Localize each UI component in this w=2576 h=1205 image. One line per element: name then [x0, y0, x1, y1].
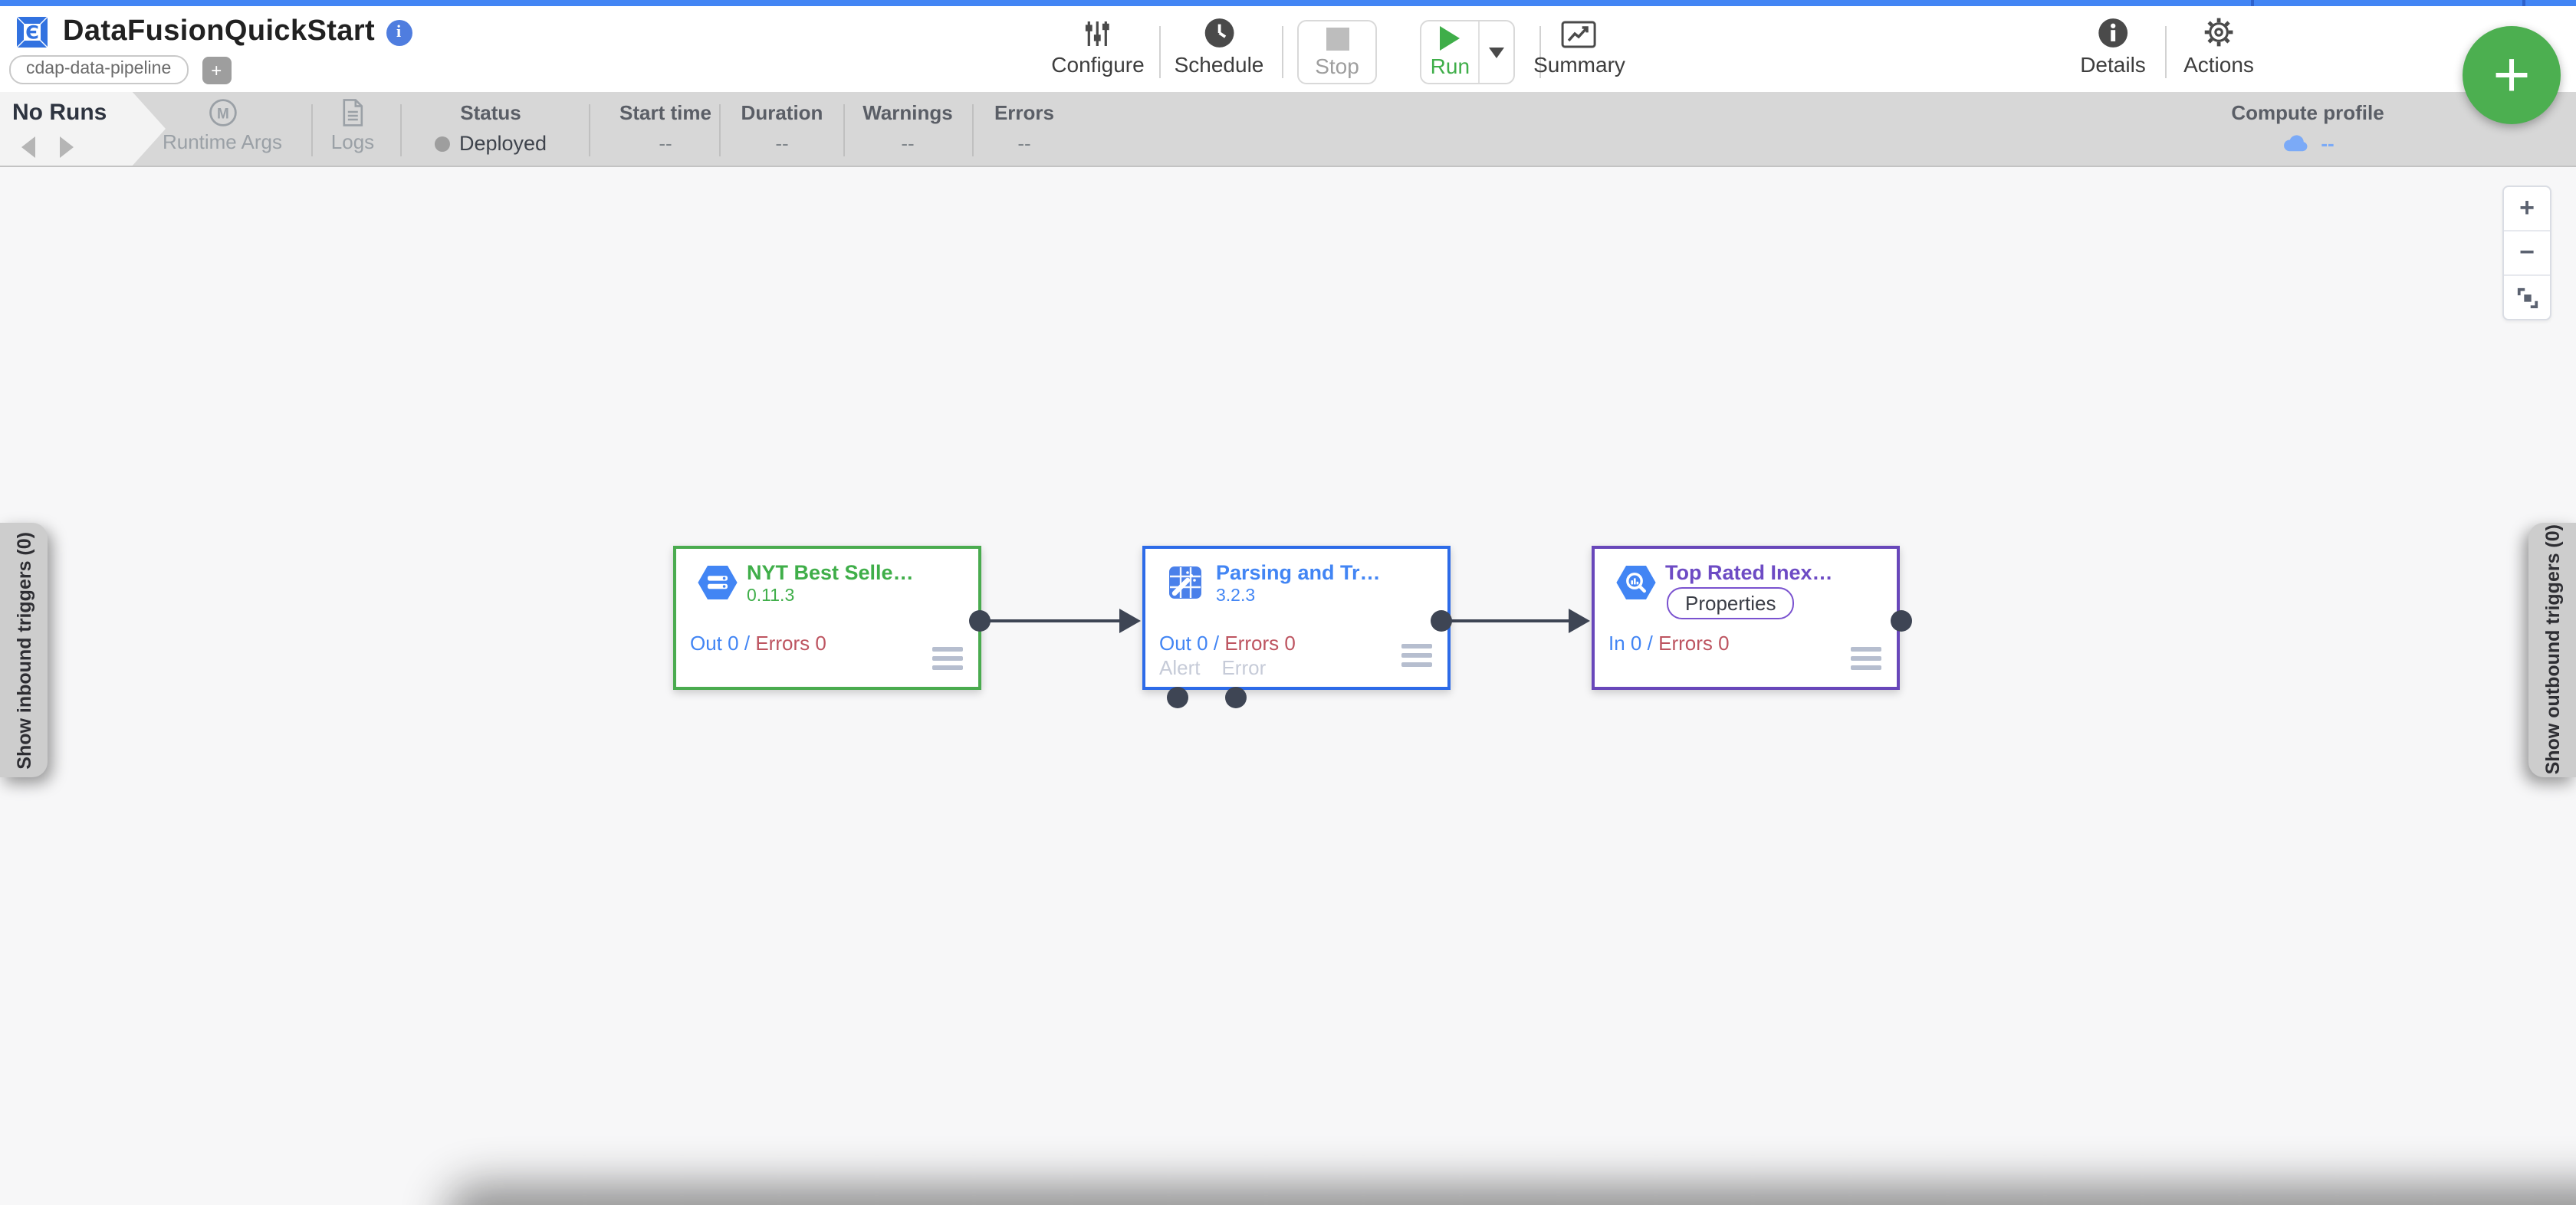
strip-separator — [2522, 0, 2525, 6]
gcs-hexagon-icon — [698, 564, 738, 601]
strip-separator — [2251, 0, 2254, 6]
bigquery-hexagon-icon — [1616, 564, 1656, 601]
connection-arrowhead — [1569, 609, 1590, 633]
error-port-label: Error — [1221, 656, 1267, 679]
add-tag-button[interactable]: + — [202, 56, 232, 84]
details-button[interactable]: Details — [2080, 15, 2146, 77]
output-port[interactable] — [969, 610, 991, 632]
next-run-arrow[interactable] — [60, 136, 74, 158]
node-title: Parsing and Tr… — [1216, 561, 1381, 584]
stop-button[interactable]: Stop — [1297, 20, 1377, 84]
warnings-column: Warnings -- — [863, 101, 953, 155]
status-badge: Deployed — [458, 132, 547, 155]
node-metrics: Out 0 / Errors 0 — [690, 632, 826, 655]
sliders-icon — [1083, 15, 1113, 49]
wrangler-icon — [1167, 564, 1207, 601]
canvas-zoom-controls: + − — [2502, 186, 2551, 320]
run-button-group: Run — [1420, 20, 1515, 84]
actions-button[interactable]: Actions — [2183, 15, 2254, 77]
fit-to-screen-button[interactable] — [2504, 276, 2550, 319]
inbound-triggers-tab[interactable]: Show inbound triggers (0) — [0, 523, 48, 777]
zoom-in-button[interactable]: + — [2504, 187, 2550, 231]
node-version: 0.11.3 — [747, 587, 795, 606]
outbound-triggers-tab[interactable]: Show outbound triggers (0) — [2528, 523, 2576, 777]
pipeline-logo-icon: Є — [12, 12, 52, 52]
status-dot — [434, 136, 450, 151]
chevron-down-icon — [1489, 47, 1505, 57]
toolbar-divider — [1539, 26, 1541, 78]
previous-run-arrow[interactable] — [21, 136, 35, 158]
stop-icon — [1326, 27, 1349, 50]
pipeline-canvas[interactable]: + − — [0, 167, 2576, 1205]
node-menu-icon[interactable] — [1401, 644, 1432, 667]
node-title: Top Rated Inex… — [1665, 561, 1833, 584]
node-parsing-transform[interactable]: Parsing and Tr… 3.2.3 Out 0 / Errors 0 A… — [1142, 546, 1451, 690]
runbar-divider — [589, 104, 590, 156]
document-icon — [340, 98, 365, 127]
node-top-rated-sink[interactable]: Top Rated Inex… Properties In 0 / Errors… — [1592, 546, 1900, 690]
page-title: DataFusionQuickStart — [63, 15, 376, 48]
node-menu-icon[interactable] — [1851, 647, 1881, 670]
errors-column: Errors -- — [994, 101, 1055, 155]
output-port[interactable] — [1891, 610, 1912, 632]
runbar-divider — [311, 104, 313, 156]
node-metrics: Out 0 / Errors 0 — [1159, 632, 1296, 655]
run-button[interactable]: Run — [1421, 21, 1479, 83]
chart-icon — [1562, 15, 1597, 49]
clock-icon — [1203, 15, 1235, 49]
zoom-out-button[interactable]: − — [2504, 231, 2550, 276]
alert-port-label: Alert — [1159, 656, 1201, 679]
run-pager — [21, 136, 74, 158]
runs-count-label: No Runs — [12, 100, 107, 126]
node-metrics: In 0 / Errors 0 — [1608, 632, 1730, 655]
node-title: NYT Best Selle… — [747, 561, 914, 584]
node-menu-icon[interactable] — [932, 647, 963, 670]
configure-button[interactable]: Configure — [1051, 15, 1145, 77]
svg-text:Є: Є — [25, 22, 39, 44]
error-port[interactable] — [1225, 687, 1247, 708]
node-version: 3.2.3 — [1216, 587, 1256, 606]
macro-icon: M — [208, 98, 237, 127]
schedule-button[interactable]: Schedule — [1175, 15, 1263, 77]
toolbar-divider — [1282, 26, 1283, 78]
runbar-divider — [719, 104, 721, 156]
duration-column: Duration -- — [741, 101, 823, 155]
run-options-dropdown[interactable] — [1478, 21, 1513, 83]
pipeline-type-tag: cdap-data-pipeline — [9, 55, 189, 84]
runbar-divider — [972, 104, 974, 156]
pipeline-header: Є DataFusionQuickStart i cdap-data-pipel… — [0, 6, 2576, 92]
toolbar-divider — [1159, 26, 1161, 78]
runbar-divider — [400, 104, 402, 156]
node-port-labels: Alert Error — [1159, 656, 1266, 679]
node-nyt-best-sellers[interactable]: NYT Best Selle… 0.11.3 Out 0 / Errors 0 — [673, 546, 981, 690]
cloud-icon — [2281, 133, 2310, 153]
start-time-column: Start time -- — [619, 101, 711, 155]
run-status-bar: No Runs M Runtime Args Lo — [0, 92, 2576, 167]
add-entity-fab[interactable]: + — [2463, 26, 2561, 124]
svg-text:M: M — [216, 106, 228, 122]
logs-button[interactable]: Logs — [331, 98, 374, 153]
alert-port[interactable] — [1167, 687, 1188, 708]
play-icon — [1440, 26, 1460, 51]
runtime-args-button[interactable]: M Runtime Args — [163, 98, 282, 153]
output-port[interactable] — [1431, 610, 1452, 632]
properties-button[interactable]: Properties — [1667, 587, 1795, 619]
status-column: Status Deployed — [434, 101, 547, 155]
info-icon — [2097, 15, 2129, 49]
toolbar-divider — [2165, 26, 2167, 78]
connection-arrowhead — [1119, 609, 1141, 633]
pipeline-info-icon[interactable]: i — [386, 19, 412, 45]
gear-icon — [2202, 15, 2236, 49]
runbar-divider — [843, 104, 845, 156]
compute-profile-column[interactable]: Compute profile -- — [2231, 101, 2384, 155]
connection-line — [1443, 619, 1572, 622]
connection-line — [981, 619, 1122, 622]
top-accent-strip — [0, 0, 2576, 6]
summary-button[interactable]: Summary — [1533, 15, 1625, 77]
